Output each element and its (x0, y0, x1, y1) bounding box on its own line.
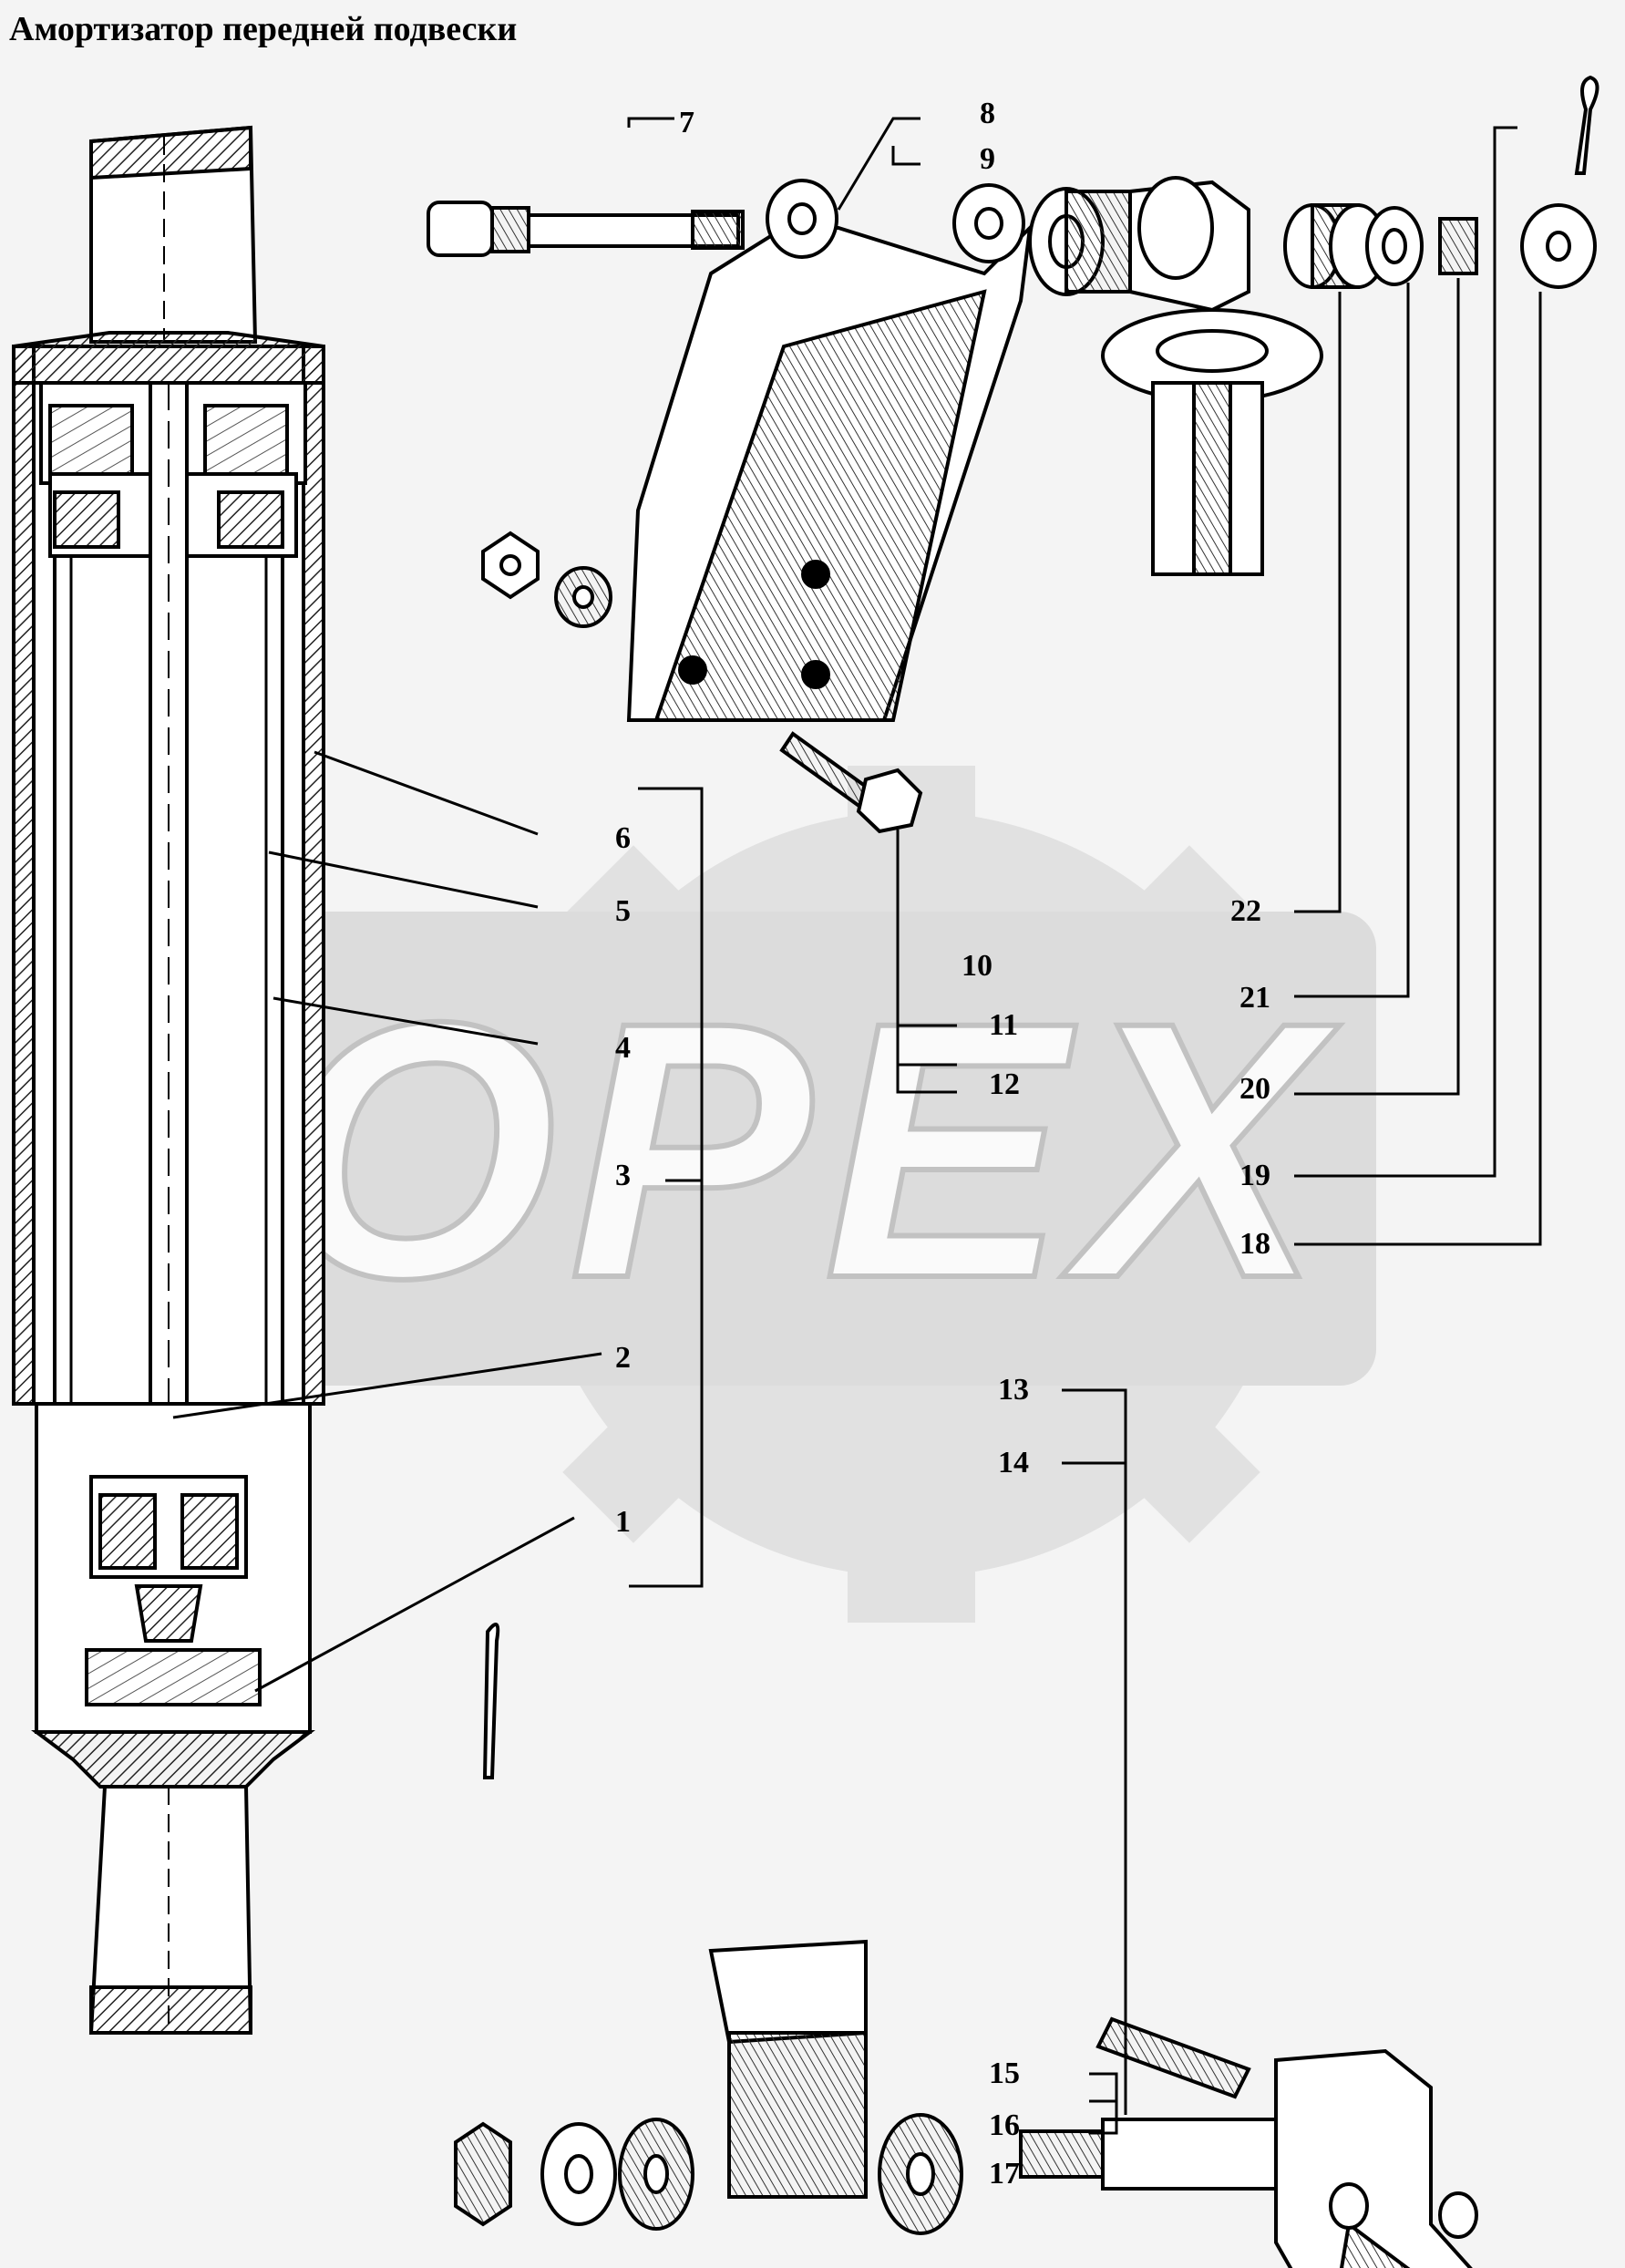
callout-12: 12 (989, 1067, 1020, 1101)
callout-8: 8 (980, 97, 995, 130)
watermark-band (182, 912, 1376, 1386)
callout-14: 14 (998, 1446, 1029, 1479)
callout-10: 10 (962, 949, 992, 983)
callout-19: 19 (1239, 1159, 1270, 1192)
callout-18: 18 (1239, 1227, 1270, 1261)
callout-22: 22 (1230, 894, 1261, 928)
callout-4: 4 (615, 1031, 631, 1065)
nut-left (481, 531, 612, 628)
watermark-text: OPEX (273, 946, 1341, 1354)
callout-17: 17 (989, 2157, 1020, 2191)
bracket-8-9 (626, 179, 1033, 722)
page-title: Амортизатор передней подвески (9, 10, 518, 48)
callout-6: 6 (615, 821, 631, 855)
bolt-10-12 (779, 731, 923, 834)
callout-9: 9 (980, 142, 995, 176)
lower-bushing-assembly (454, 1623, 963, 2235)
callout-1: 1 (615, 1505, 631, 1539)
callout-3: 3 (615, 1159, 631, 1192)
callout-2: 2 (615, 1341, 631, 1375)
watermark: OPEX (182, 766, 1376, 1623)
bolt-7 (427, 201, 745, 257)
callout-numbers: 7 8 9 6 5 4 3 2 1 10 11 12 22 21 20 19 1… (615, 97, 1270, 2191)
callout-16: 16 (989, 2108, 1020, 2142)
callout-11: 11 (989, 1008, 1018, 1042)
shock-absorber-section (12, 125, 325, 2035)
callout-13: 13 (998, 1373, 1029, 1407)
bushing-assembly (1028, 75, 1599, 576)
callout-7: 7 (679, 106, 694, 139)
callout-20: 20 (1239, 1072, 1270, 1106)
callout-15: 15 (989, 2057, 1020, 2090)
leader-lines (172, 117, 1542, 2135)
callout-21: 21 (1239, 981, 1270, 1015)
callout-5: 5 (615, 894, 631, 928)
lever-assembly (1019, 2016, 1478, 2268)
